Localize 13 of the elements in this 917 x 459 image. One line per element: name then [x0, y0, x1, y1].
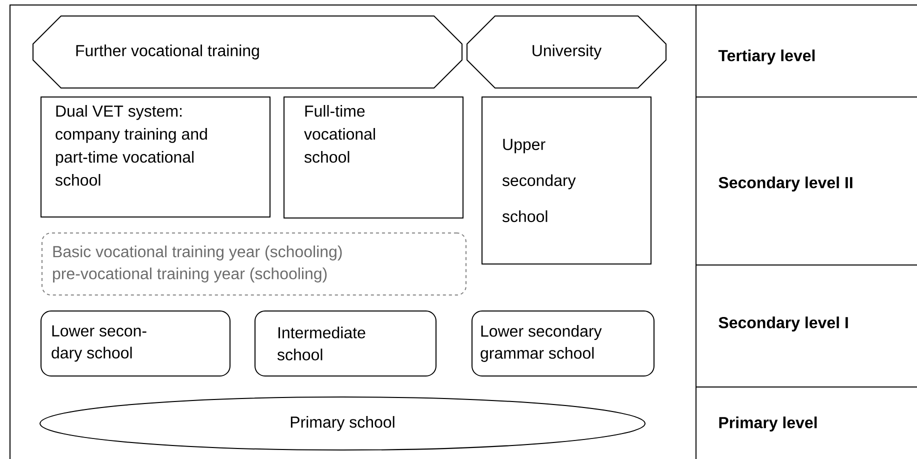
- rounded-box: Lower secon- dary school: [40, 310, 230, 376]
- chamfered-box: Further vocational training: [32, 16, 462, 88]
- rounded-box: Intermediate school: [254, 310, 436, 376]
- process-box: Upper secondary school: [482, 96, 652, 264]
- chamfered-box: University: [466, 16, 666, 88]
- process-box: Full-time vocational school: [284, 96, 464, 218]
- dashed-box: Basic vocational training year (schooling) pre-vocational training year (schooling): [42, 232, 466, 296]
- process-box: Dual VET system: company training and part-time vocational school: [40, 96, 270, 218]
- level-label: Tertiary level: [718, 50, 815, 64]
- level-label: Primary level: [719, 416, 817, 432]
- rounded-box: Lower secondary grammar school: [472, 310, 654, 376]
- level-label: Secondary level II: [718, 176, 852, 192]
- level-label: Secondary level I: [718, 316, 848, 332]
